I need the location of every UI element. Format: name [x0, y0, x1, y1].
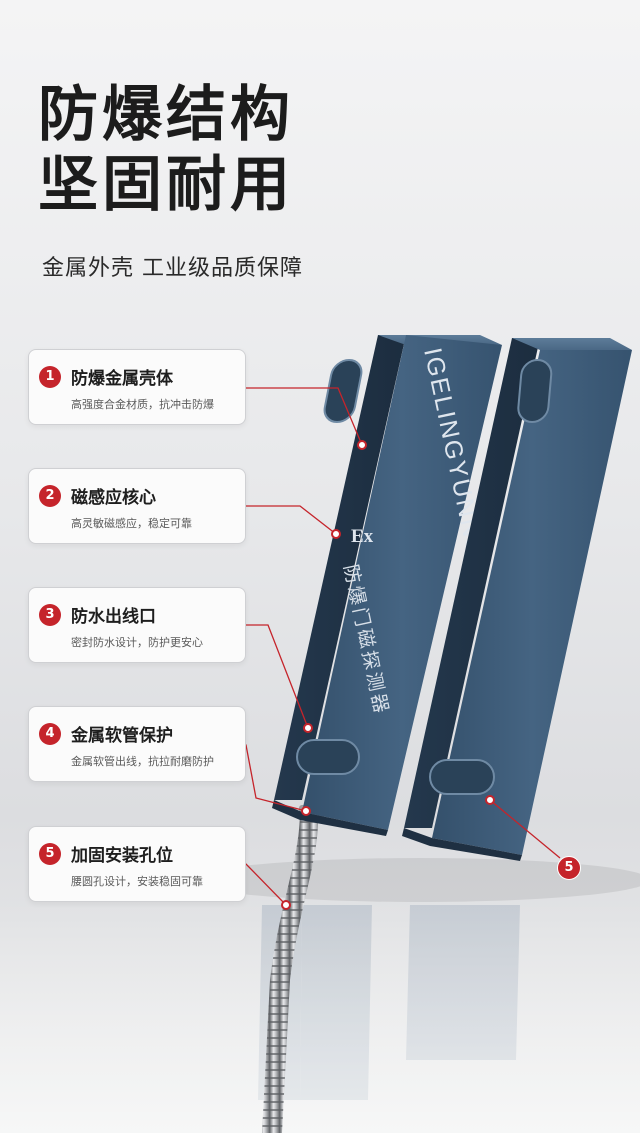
feature-title: 防水出线口: [71, 607, 156, 627]
feature-desc: 高灵敏磁感应，稳定可靠: [71, 517, 192, 530]
feature-card-1: 1 防爆金属壳体 高强度合金材质，抗冲击防爆: [28, 349, 246, 425]
feature-card-2: 2 磁感应核心 高灵敏磁感应，稳定可靠: [28, 468, 246, 544]
feature-number-badge: 2: [39, 485, 61, 507]
feature-desc: 高强度合金材质，抗冲击防爆: [71, 398, 214, 411]
mounting-slot-top: [323, 359, 363, 423]
feature-number-badge: 5: [39, 843, 61, 865]
feature-title: 加固安装孔位: [71, 846, 173, 866]
mounting-slot-top-right: [517, 359, 553, 423]
ex-logo: Ex: [351, 526, 374, 547]
subline: 金属外壳 工业级品质保障: [42, 256, 303, 281]
callout-badge-5: 5: [557, 856, 581, 880]
feature-card-5: 5 加固安装孔位 腰圆孔设计，安装稳固可靠: [28, 826, 246, 902]
feature-desc: 金属软管出线，抗拉耐磨防护: [71, 755, 214, 768]
headline: 防爆结构 坚固耐用: [38, 80, 294, 220]
feature-desc: 腰圆孔设计，安装稳固可靠: [71, 875, 203, 888]
feature-card-3: 3 防水出线口 密封防水设计，防护更安心: [28, 587, 246, 663]
feature-number-badge: 3: [39, 604, 61, 626]
feature-desc: 密封防水设计，防护更安心: [71, 636, 203, 649]
feature-title: 金属软管保护: [71, 726, 173, 746]
mounting-slot-bottom: [296, 739, 360, 775]
headline-line2: 坚固耐用: [38, 150, 294, 220]
feature-title: 防爆金属壳体: [71, 369, 173, 389]
sensor-body-right: [402, 338, 632, 861]
mounting-slot-bottom-right: [429, 759, 495, 795]
feature-card-4: 4 金属软管保护 金属软管出线，抗拉耐磨防护: [28, 706, 246, 782]
headline-line1: 防爆结构: [38, 80, 294, 150]
feature-number-badge: 1: [39, 366, 61, 388]
callout-dots: [281, 440, 495, 910]
sensor-body-left: IGELINGYUNN ® Ex 防爆门磁探测器: [272, 335, 502, 836]
feature-title: 磁感应核心: [71, 488, 156, 508]
feature-number-badge: 4: [39, 723, 61, 745]
